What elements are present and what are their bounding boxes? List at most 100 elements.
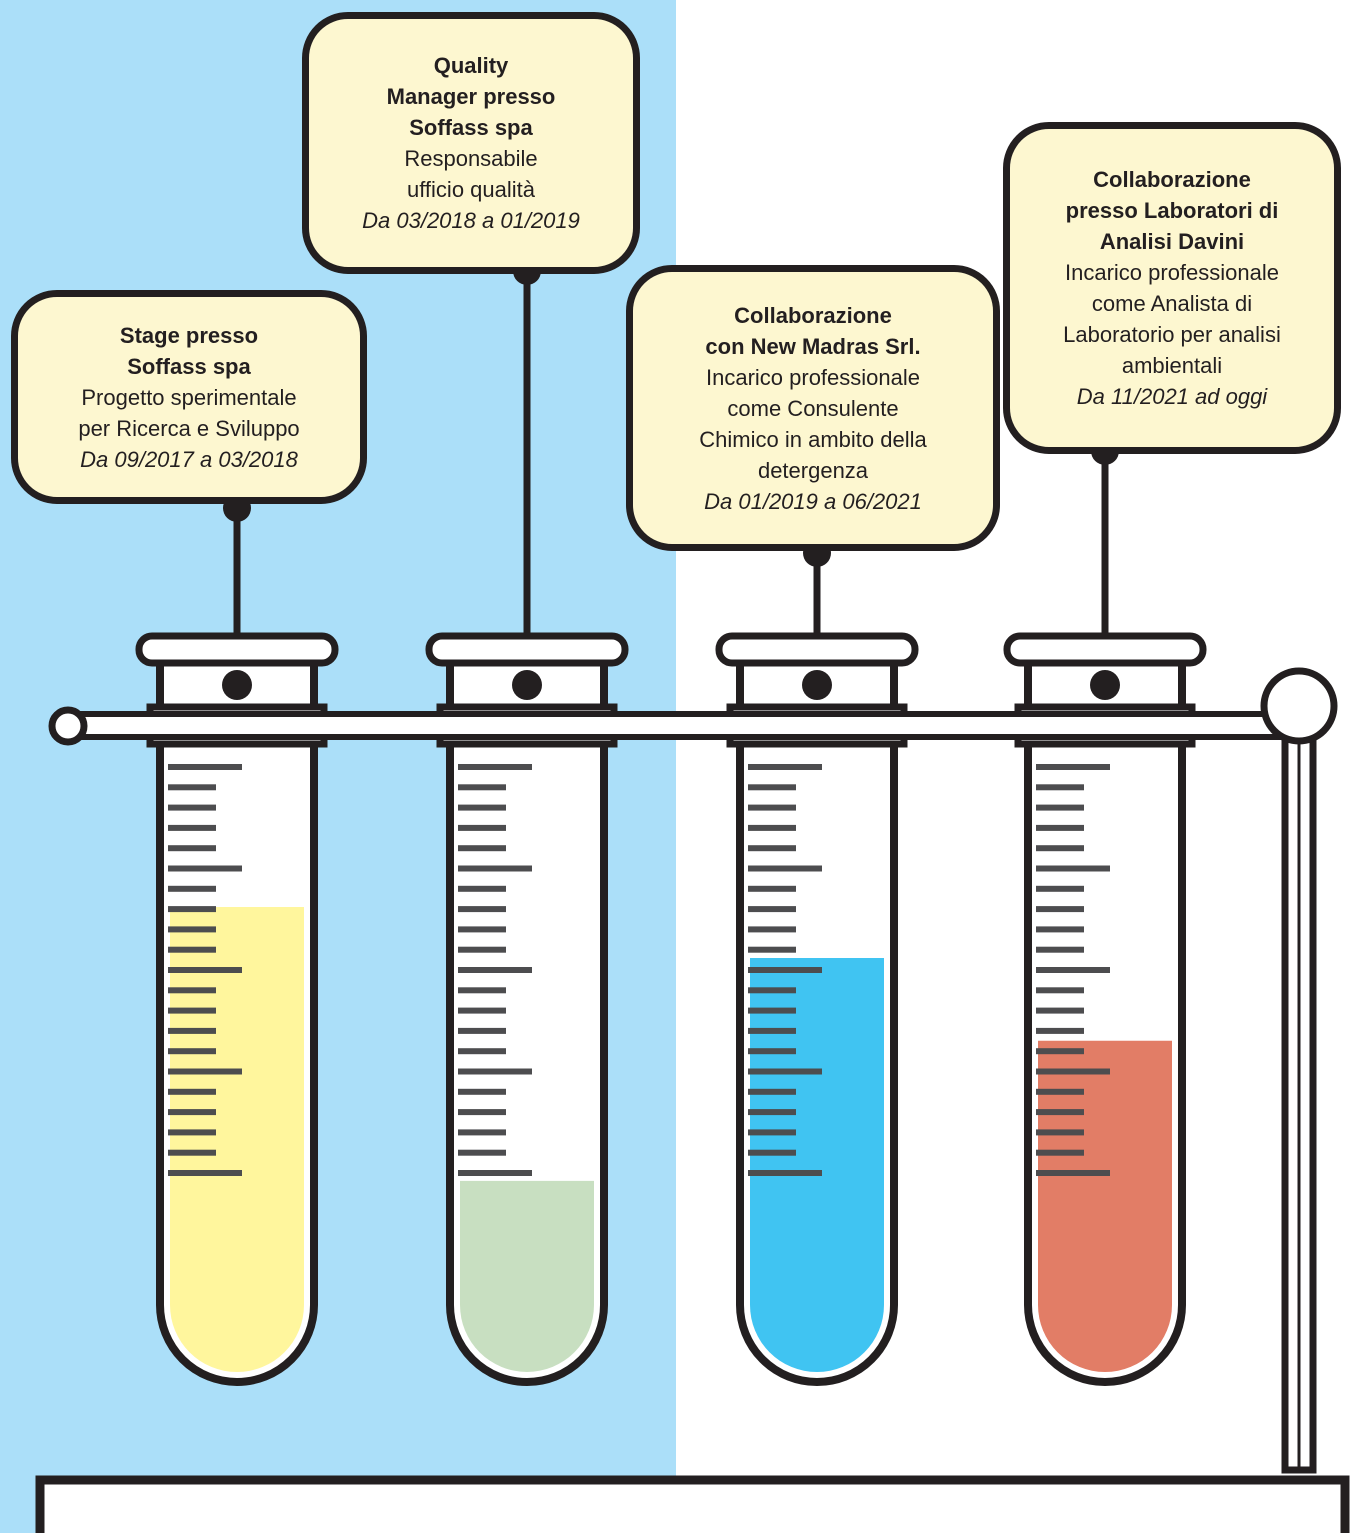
graduation-tick	[168, 824, 216, 831]
rack-right-knob	[1260, 667, 1338, 745]
graduation-tick	[168, 865, 242, 872]
card-title: Collaborazione con New Madras Srl.	[705, 302, 921, 359]
card-title: Quality Manager presso Soffass spa	[386, 53, 556, 140]
graduation-tick	[168, 967, 242, 973]
graduation-tick	[458, 906, 506, 913]
test-tube-liquid	[1038, 1040, 1172, 1372]
graduation-tick	[458, 926, 506, 933]
graduation-tick	[168, 1088, 216, 1095]
graduation-tick	[168, 946, 216, 953]
graduation-tick	[748, 1170, 822, 1176]
graduation-tick	[458, 885, 506, 892]
timeline-card-davini: Collaborazione presso Laboratori di Anal…	[1003, 122, 1341, 454]
graduation-tick	[458, 1109, 506, 1116]
graduation-tick	[168, 987, 216, 994]
graduation-tick	[748, 845, 796, 852]
graduation-tick	[458, 1170, 532, 1176]
graduation-tick	[168, 1068, 242, 1075]
test-tube-liquid	[750, 957, 884, 1372]
graduation-tick	[1036, 906, 1084, 913]
test-tube-liquid	[460, 1180, 594, 1372]
graduation-tick	[748, 946, 796, 953]
graduation-tick	[748, 906, 796, 913]
graduation-tick	[458, 987, 506, 994]
card-title: Collaborazione presso Laboratori di Anal…	[1065, 167, 1279, 254]
graduation-tick	[748, 1027, 796, 1034]
card-title: Stage presso Soffass spa	[119, 322, 259, 379]
graduation-tick	[748, 824, 796, 831]
graduation-tick	[1036, 1129, 1084, 1136]
graduation-tick	[458, 845, 506, 852]
graduation-tick	[748, 1129, 796, 1136]
graduation-tick	[458, 1007, 506, 1014]
test-tube-liquid	[170, 906, 304, 1372]
graduation-tick	[1036, 926, 1084, 933]
graduation-tick	[1036, 1068, 1110, 1075]
graduation-tick	[1036, 804, 1084, 811]
graduation-tick	[458, 1088, 506, 1095]
graduation-tick	[458, 1048, 506, 1055]
graduation-tick	[748, 1088, 796, 1095]
graduation-tick	[1036, 845, 1084, 852]
graduation-tick	[748, 987, 796, 994]
graduation-tick	[458, 764, 532, 770]
card-description: Incarico professionale come Analista di …	[1063, 260, 1281, 378]
graduation-tick	[168, 1109, 216, 1116]
card-description: Responsabile ufficio qualità	[404, 146, 538, 202]
graduation-tick	[1036, 1007, 1084, 1014]
graduation-tick	[748, 926, 796, 933]
graduation-tick	[168, 926, 216, 933]
card-period: Da 01/2019 a 06/2021	[704, 488, 922, 514]
connector-bottom-dot	[222, 670, 252, 700]
graduation-tick	[748, 1149, 796, 1156]
graduation-tick	[458, 804, 506, 811]
graduation-tick	[458, 1068, 532, 1075]
graduation-tick	[168, 764, 242, 770]
rack-left-knob	[48, 706, 88, 746]
timeline-card-quality-manager: Quality Manager presso Soffass spa Respo…	[302, 12, 640, 274]
graduation-tick	[168, 1007, 216, 1014]
graduation-tick	[168, 1048, 216, 1055]
graduation-tick	[1036, 987, 1084, 994]
timeline-card-new-madras: Collaborazione con New Madras Srl. Incar…	[626, 265, 1000, 551]
graduation-tick	[748, 1068, 822, 1075]
graduation-tick	[1036, 764, 1110, 770]
rack-rod	[63, 711, 1281, 740]
graduation-tick	[168, 885, 216, 892]
graduation-tick	[748, 1048, 796, 1055]
graduation-tick	[458, 865, 532, 872]
graduation-tick	[168, 804, 216, 811]
graduation-tick	[748, 865, 822, 872]
rack-base	[35, 1475, 1350, 1533]
graduation-tick	[168, 1170, 242, 1176]
graduation-tick	[748, 764, 822, 770]
graduation-tick	[1036, 1048, 1084, 1055]
connector-bottom-dot	[512, 670, 542, 700]
graduation-tick	[168, 1027, 216, 1034]
card-description: Incarico professionale come Consulente C…	[699, 364, 927, 483]
graduation-tick	[748, 967, 822, 973]
test-tube-lip	[715, 632, 919, 667]
graduation-tick	[1036, 946, 1084, 953]
graduation-tick	[458, 1149, 506, 1156]
connector-bottom-dot	[1090, 670, 1120, 700]
graduation-tick	[458, 1027, 506, 1034]
timeline-card-stage: Stage presso Soffass spa Progetto sperim…	[11, 290, 367, 504]
graduation-tick	[1036, 1027, 1084, 1034]
graduation-tick	[748, 1007, 796, 1014]
graduation-tick	[458, 967, 532, 973]
card-period: Da 11/2021 ad oggi	[1076, 384, 1268, 409]
card-description: Progetto sperimentale per Ricerca e Svil…	[78, 384, 300, 441]
card-period: Da 09/2017 a 03/2018	[80, 446, 298, 472]
graduation-tick	[748, 1109, 796, 1116]
graduation-tick	[1036, 784, 1084, 791]
graduation-tick	[1036, 824, 1084, 831]
test-tube-lip	[135, 632, 339, 667]
graduation-tick	[168, 1129, 216, 1136]
graduation-tick	[748, 804, 796, 811]
graduation-tick	[168, 784, 216, 791]
graduation-tick	[168, 1149, 216, 1156]
graduation-tick	[1036, 1109, 1084, 1116]
graduation-tick	[168, 845, 216, 852]
